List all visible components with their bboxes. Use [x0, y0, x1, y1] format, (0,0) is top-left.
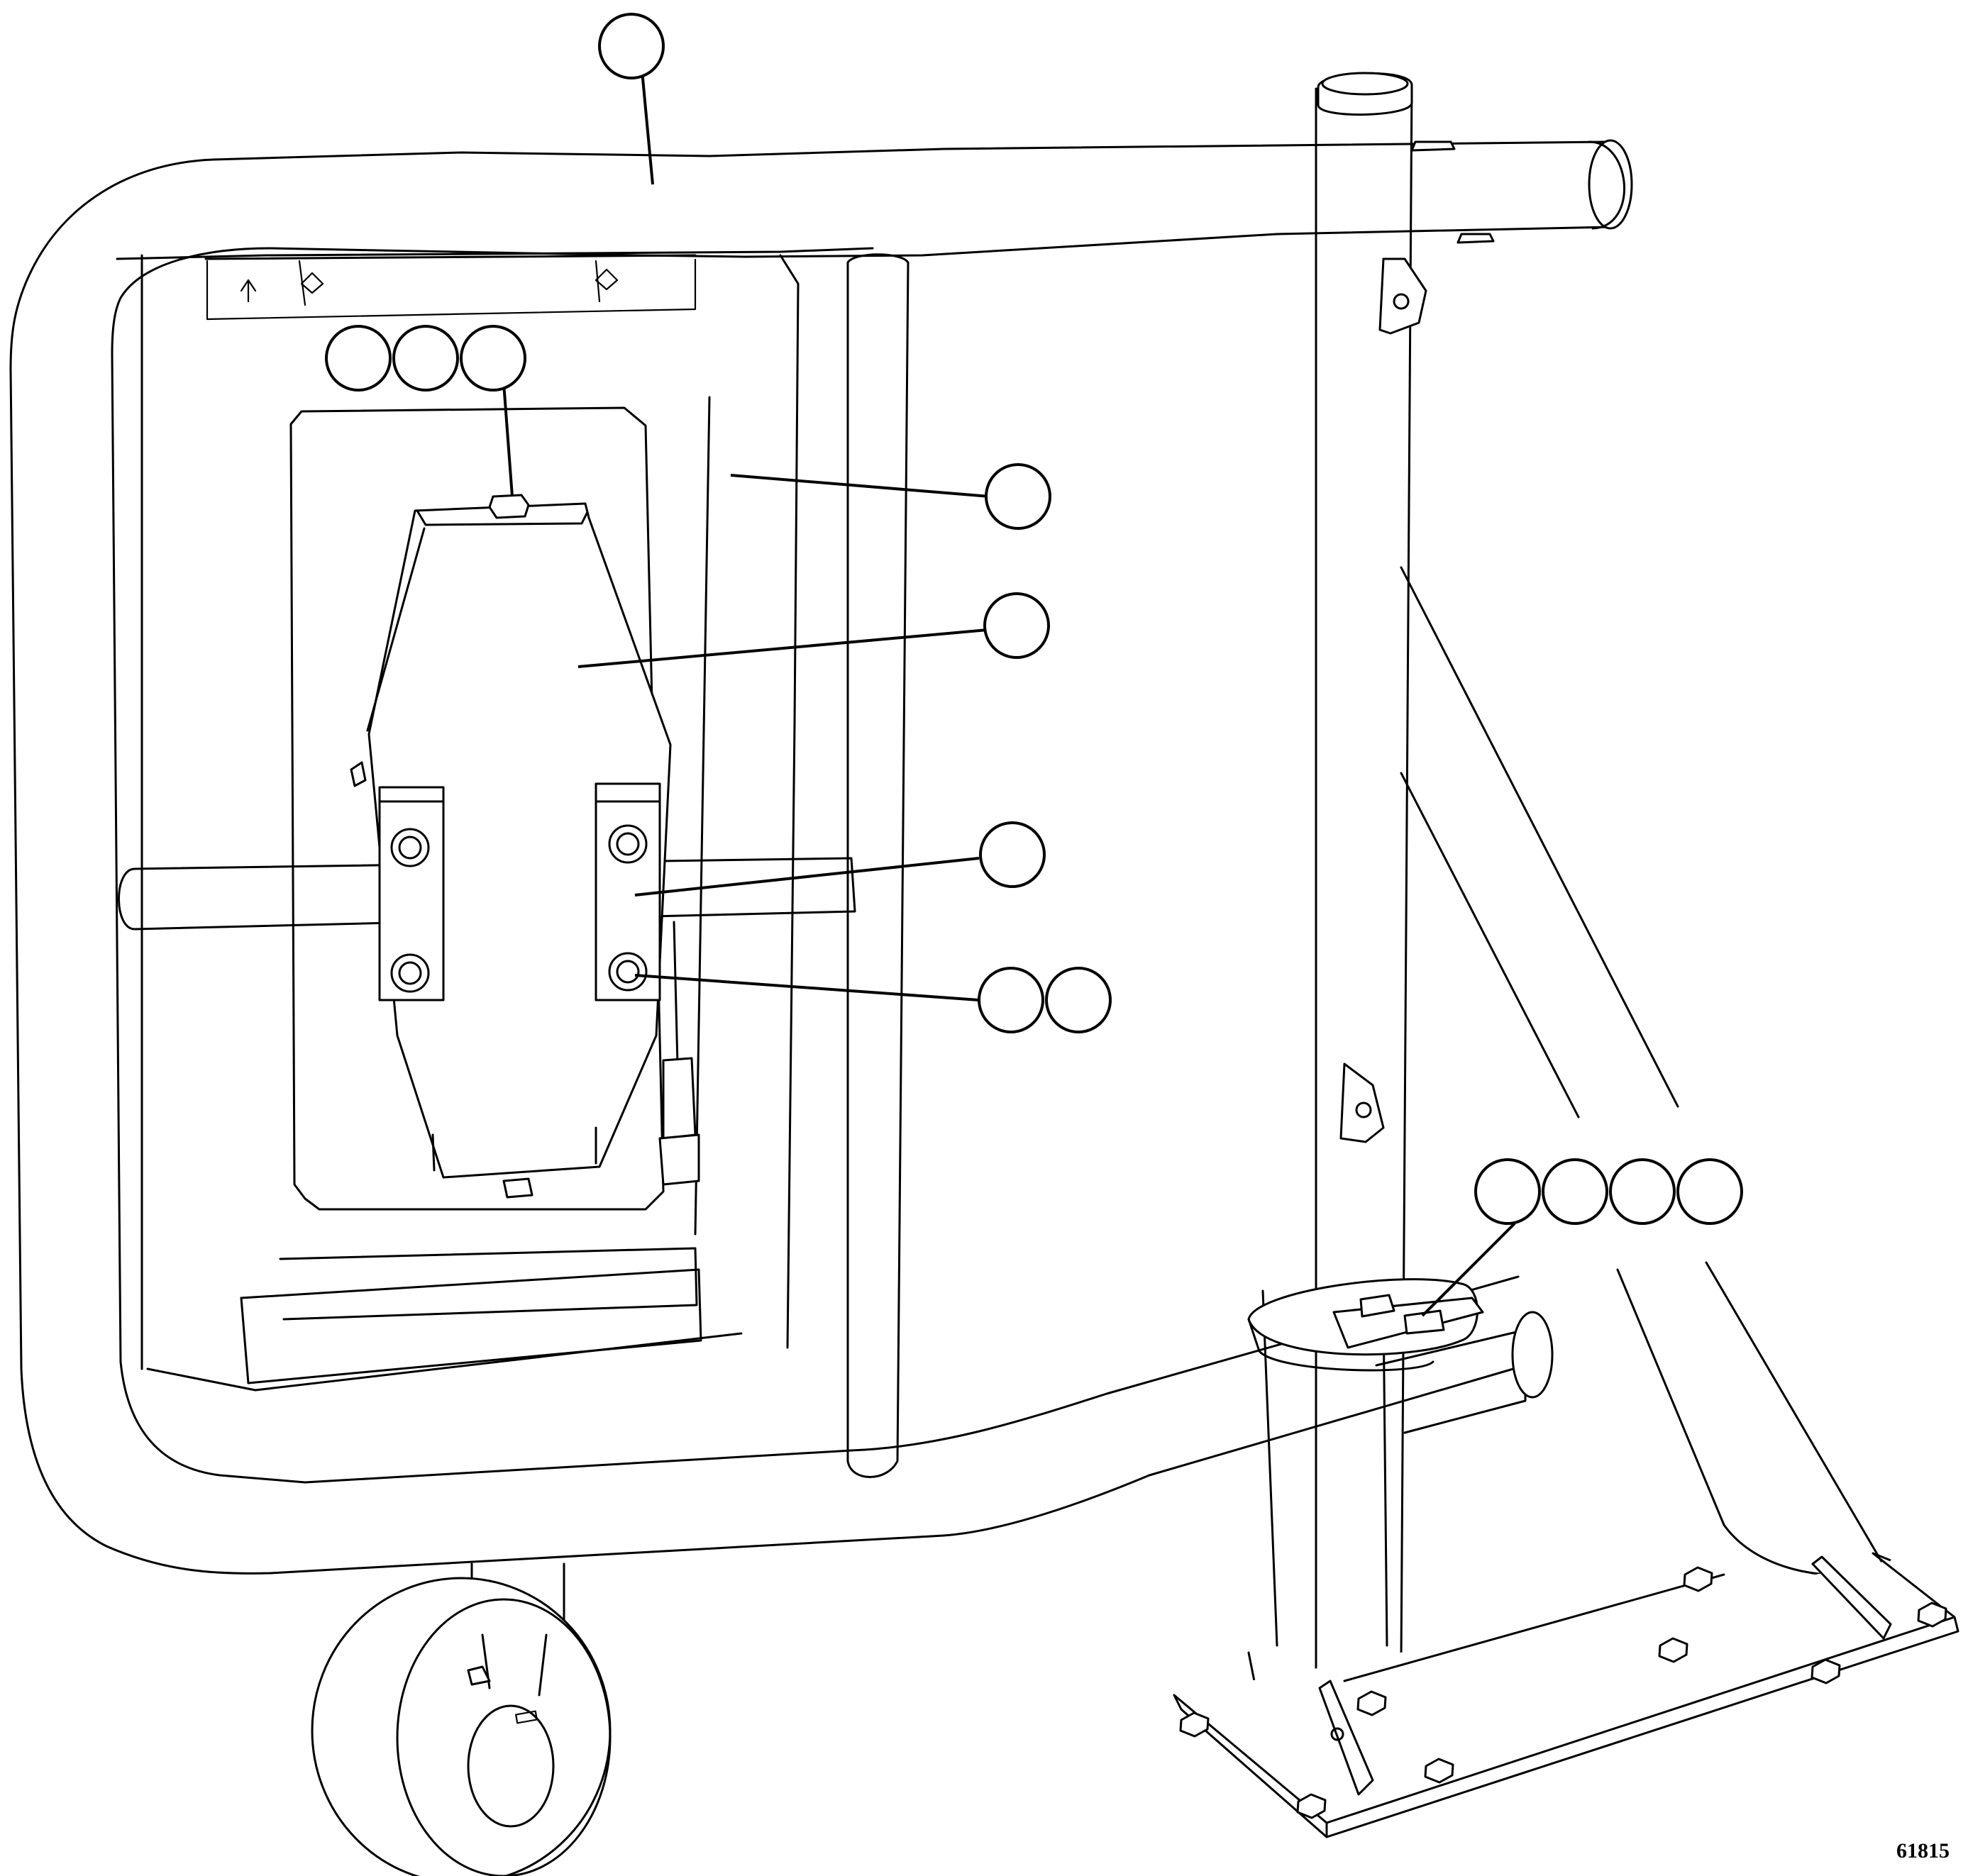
diagonal-strut [1400, 566, 1889, 1577]
base-bolts [1179, 1566, 1947, 1819]
panel-recess [240, 406, 702, 1384]
callout-base-bolt [1474, 1158, 1743, 1225]
latch-rod [658, 921, 700, 1186]
horizontal-brace-tube [118, 857, 856, 931]
callout-clamp [979, 821, 1046, 888]
gusset-tab-upper [1378, 257, 1427, 335]
callout-clamp-bolt [978, 967, 1112, 1033]
figure-number: 61815 [1896, 1839, 1950, 1863]
callout-leaders [502, 70, 1516, 1317]
callout-top-bolt [325, 325, 526, 392]
clamp-bracket-right [595, 782, 661, 1001]
swing-arm-tube [1375, 1311, 1554, 1434]
top-nut [1410, 140, 1495, 244]
callout-reel-housing [983, 592, 1050, 659]
base-plate [1173, 1552, 1959, 1838]
callout-frame-top [598, 13, 665, 79]
clamp-bracket-left [378, 786, 445, 1001]
back-panel [116, 247, 874, 1392]
gusset-tab-lower [1339, 1062, 1385, 1143]
warning-decal-area [206, 258, 697, 321]
caster-wheel [311, 1563, 612, 1876]
base-gusset [1318, 1555, 1892, 1796]
callout-panel [985, 463, 1051, 530]
hose-reel [350, 494, 672, 1199]
vertical-brace-tube [846, 253, 910, 1478]
main-frame-tube [9, 139, 1633, 1575]
upright-post [1247, 72, 1413, 1716]
swivel-collar [1247, 1278, 1484, 1372]
